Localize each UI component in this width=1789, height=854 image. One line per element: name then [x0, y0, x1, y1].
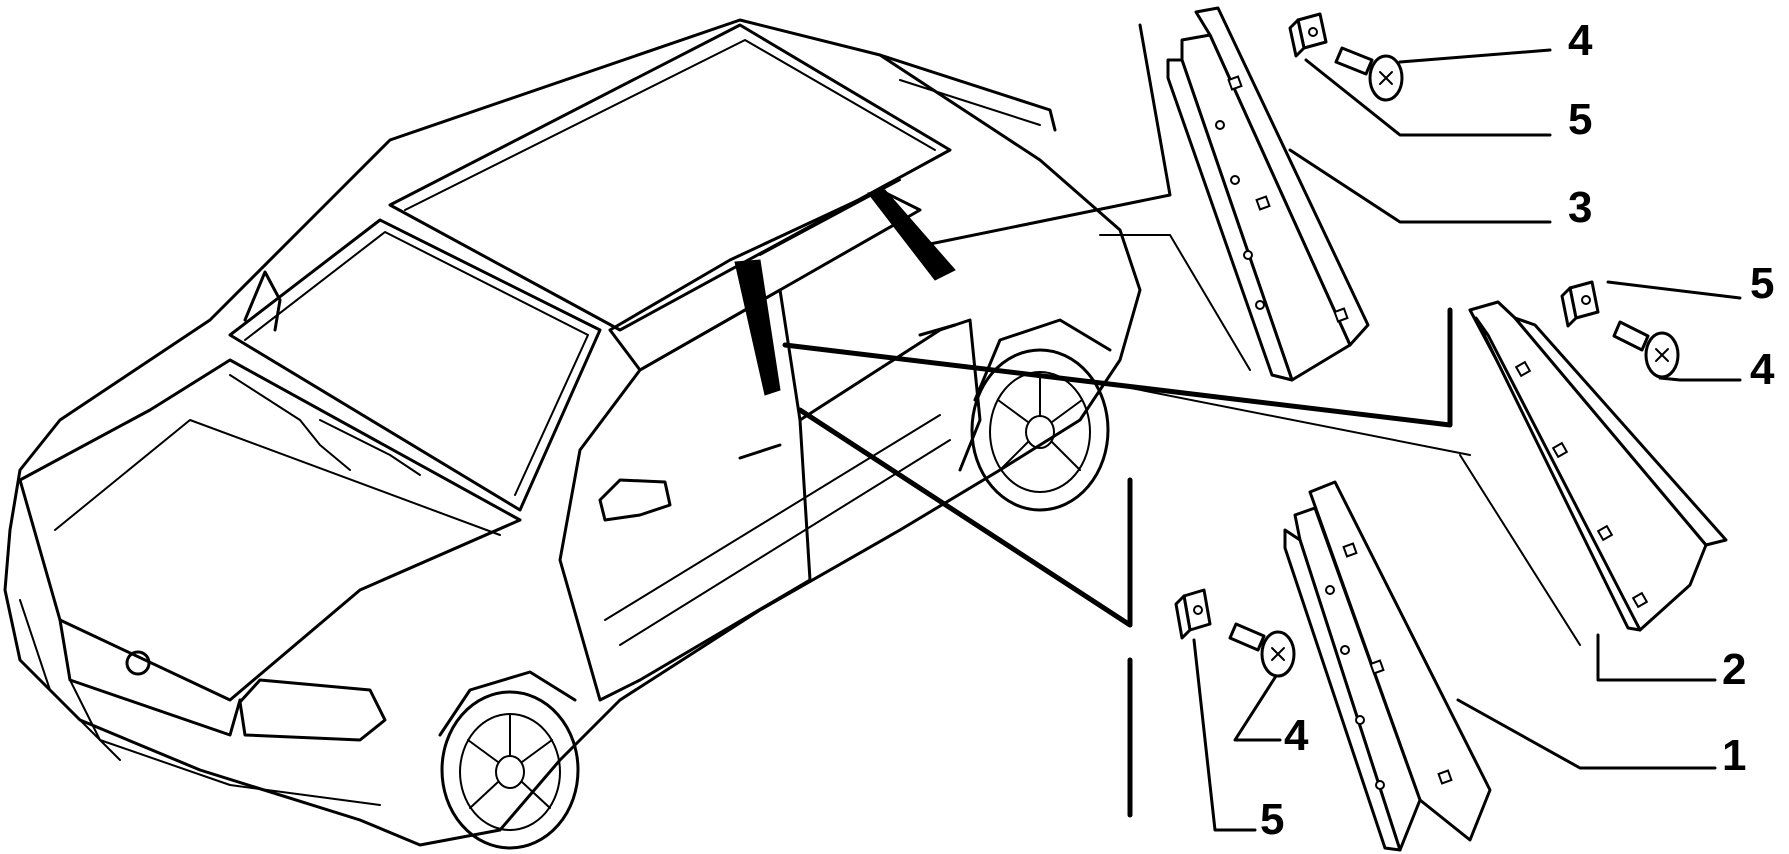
screw-top [1334, 46, 1404, 102]
leader-lines [782, 23, 1581, 818]
callout-leaders [1192, 48, 1742, 832]
callout-right-5: 5 [1750, 259, 1774, 308]
car-illustration [3, 18, 1142, 850]
callout-labels: 4 5 3 5 4 2 1 4 5 [1260, 16, 1775, 844]
callout-top-4: 4 [1568, 16, 1593, 65]
pillar-trim-part-2 [1468, 300, 1728, 632]
callout-bottom-5: 5 [1260, 795, 1284, 844]
clip-right [1560, 280, 1600, 328]
callout-3: 3 [1568, 183, 1592, 232]
pillar-trim-part-1 [1283, 480, 1492, 852]
screw-bottom [1228, 622, 1296, 678]
clip-bottom [1174, 588, 1212, 640]
callout-2: 2 [1722, 645, 1746, 694]
callout-top-5: 5 [1568, 95, 1592, 144]
pillar-trim-part-3 [1166, 6, 1370, 382]
callout-bottom-4: 4 [1284, 711, 1309, 760]
callout-right-4: 4 [1750, 345, 1775, 394]
screw-right [1612, 320, 1680, 379]
callout-1: 1 [1722, 731, 1746, 780]
clip-top [1288, 12, 1328, 58]
